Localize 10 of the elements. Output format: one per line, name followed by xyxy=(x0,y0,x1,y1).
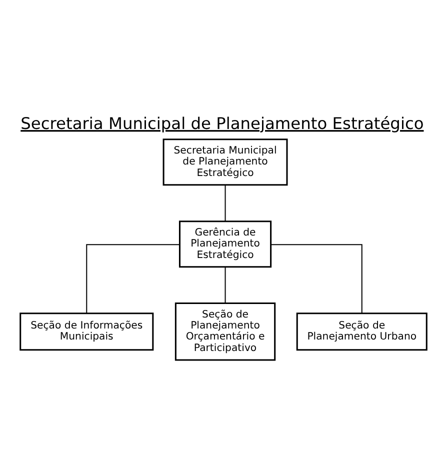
connector xyxy=(271,244,362,314)
node-box: Seção de Planejamento Urbano xyxy=(296,312,428,351)
diagram-title: Secretaria Municipal de Planejamento Estratégico xyxy=(20,114,424,134)
connector xyxy=(86,244,180,314)
node-box: Seção de Informações Municipais xyxy=(20,312,154,351)
connector xyxy=(224,267,226,304)
node-box: Gerência de Planejamento Estratégico xyxy=(178,220,272,268)
node-box: Secretaria Municipal de Planejamento Estratégico xyxy=(162,138,288,186)
connector xyxy=(224,184,226,222)
node-box: Seção de Planejamento Orçamentário e Participativo xyxy=(174,302,276,361)
